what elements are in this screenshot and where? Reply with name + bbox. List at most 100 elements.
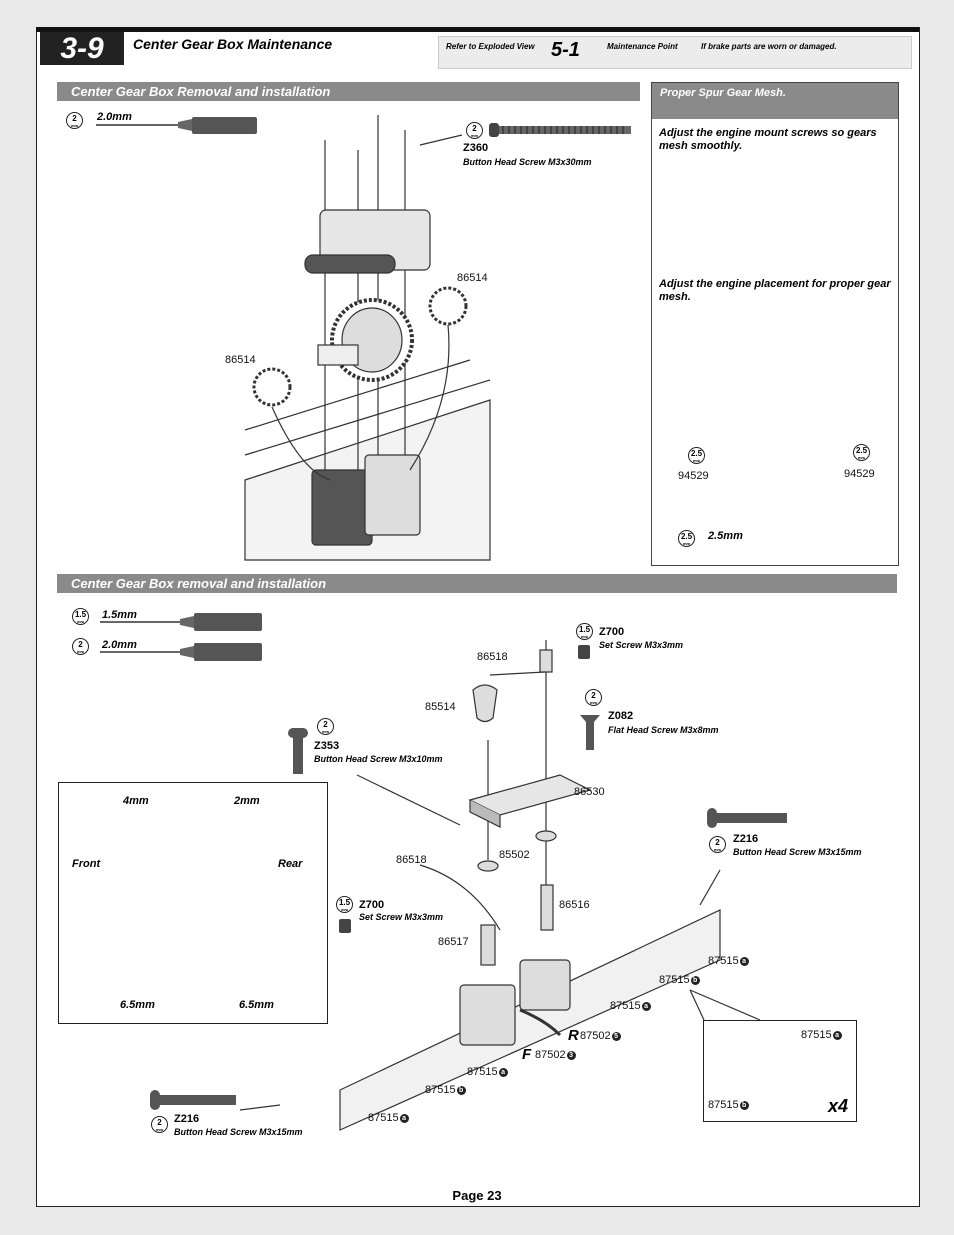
part-number: 87515 (708, 955, 739, 967)
tool-2.0-size: 2.0mm (102, 639, 137, 651)
badge-value: 2 (78, 640, 83, 649)
center-gearbox-drawing (244, 115, 491, 561)
badge-value: 1.5 (338, 898, 351, 907)
link-detail-box: x4 (703, 1020, 857, 1122)
sub-marker: 3 (566, 1050, 576, 1060)
sub-marker: b (456, 1085, 466, 1095)
z216-bottom-desc: Button Head Screw M3x15mm (174, 1127, 303, 1137)
page-number: Page 23 (452, 1188, 502, 1203)
badge-value: 2 (715, 838, 720, 847)
badge-unit: mm (70, 123, 79, 128)
sub-marker: a (832, 1030, 842, 1040)
button-head-screw-z216-right-icon (707, 808, 787, 828)
part-number: 87502 (535, 1049, 566, 1061)
badge-unit: mm (713, 847, 722, 852)
part-number: 87515 (801, 1029, 832, 1041)
badge-unit: mm (76, 649, 85, 654)
inset-dim-left: 4mm (123, 795, 149, 807)
hex-driver-2.0-icon (100, 643, 262, 661)
badge-unit: mm (470, 133, 479, 138)
badge-value: 2.5 (680, 532, 693, 541)
maintenance-point-label: Maintenance Point (607, 42, 678, 51)
spur-gear-sidebar: Proper Spur Gear Mesh. (651, 82, 899, 566)
sub-marker: a (739, 956, 749, 966)
set-screw-z700-top-icon (578, 645, 590, 659)
front-marker: F (522, 1046, 532, 1063)
badge-value: 2 (591, 691, 596, 700)
badge-unit: mm (682, 541, 691, 546)
badge-value: 2 (323, 720, 328, 729)
z700-mid-desc: Set Screw M3x3mm (359, 912, 444, 922)
badge-value: 2.5 (690, 449, 703, 458)
part-86517: 86517 (438, 936, 469, 948)
part-85502: 85502 (499, 849, 530, 861)
z216-right-desc: Button Head Screw M3x15mm (733, 847, 862, 857)
part-86514-left: 86514 (225, 354, 256, 366)
quantity-label: x4 (827, 1096, 848, 1116)
refer-number: 5-1 (551, 39, 580, 61)
badge-unit: mm (321, 729, 330, 734)
part-number: 87515 (610, 1000, 641, 1012)
header-rule (36, 27, 919, 32)
z353-desc: Button Head Screw M3x10mm (314, 754, 443, 764)
button-head-screw-z353-icon (288, 728, 308, 774)
z360-code: Z360 (463, 142, 489, 154)
sub-marker: a (498, 1067, 508, 1077)
maintenance-point-text: If brake parts are worn or damaged. (701, 42, 837, 51)
part-86514-right: 86514 (457, 272, 488, 284)
inset-front-label: Front (72, 858, 101, 870)
z216-bottom-code: Z216 (174, 1113, 200, 1125)
sub-marker: b (690, 975, 700, 985)
badge-unit: mm (580, 634, 589, 639)
inset-dim-right: 2mm (234, 795, 260, 807)
exploded-assembly-drawing (239, 640, 761, 1131)
z700-top-code: Z700 (599, 626, 625, 638)
part-number: 87502 (580, 1030, 611, 1042)
part-94529-right: 94529 (844, 468, 875, 480)
z216-right-code: Z216 (733, 833, 759, 845)
tool-1.5-size: 1.5mm (102, 609, 137, 621)
screw-z360-icon (489, 123, 631, 137)
section2-title: Center Gear Box removal and installation (57, 574, 897, 593)
sidebar-text-2: Adjust the engine placement for proper g… (659, 278, 891, 303)
hex-driver-1.5-icon (100, 613, 262, 631)
badge-value: 2 (157, 1118, 162, 1127)
z360-desc: Button Head Screw M3x30mm (463, 157, 592, 167)
rear-marker: R (568, 1027, 579, 1044)
z353-code: Z353 (314, 740, 340, 752)
section1-title: Center Gear Box Removal and installation (57, 82, 640, 101)
flat-head-screw-z082-icon (580, 715, 600, 750)
button-head-screw-z216-bottom-icon (150, 1090, 236, 1110)
part-94529-left: 94529 (678, 470, 709, 482)
badge-value: 2 (472, 124, 477, 133)
part-number: 87515 (467, 1066, 498, 1078)
badge-value: 2.5 (855, 446, 868, 455)
part-86518-top: 86518 (477, 651, 508, 663)
part-number: 87515 (659, 974, 690, 986)
inset-bottom-left: 6.5mm (120, 999, 155, 1011)
part-86518-mid: 86518 (396, 854, 427, 866)
sub-marker: a (399, 1113, 409, 1123)
tool-size-label: 2.0mm (97, 111, 132, 123)
part-86530: 86530 (574, 786, 605, 798)
gear-spacing-inset (58, 782, 328, 1024)
badge-unit: mm (340, 907, 349, 912)
badge-value: 1.5 (74, 610, 87, 619)
